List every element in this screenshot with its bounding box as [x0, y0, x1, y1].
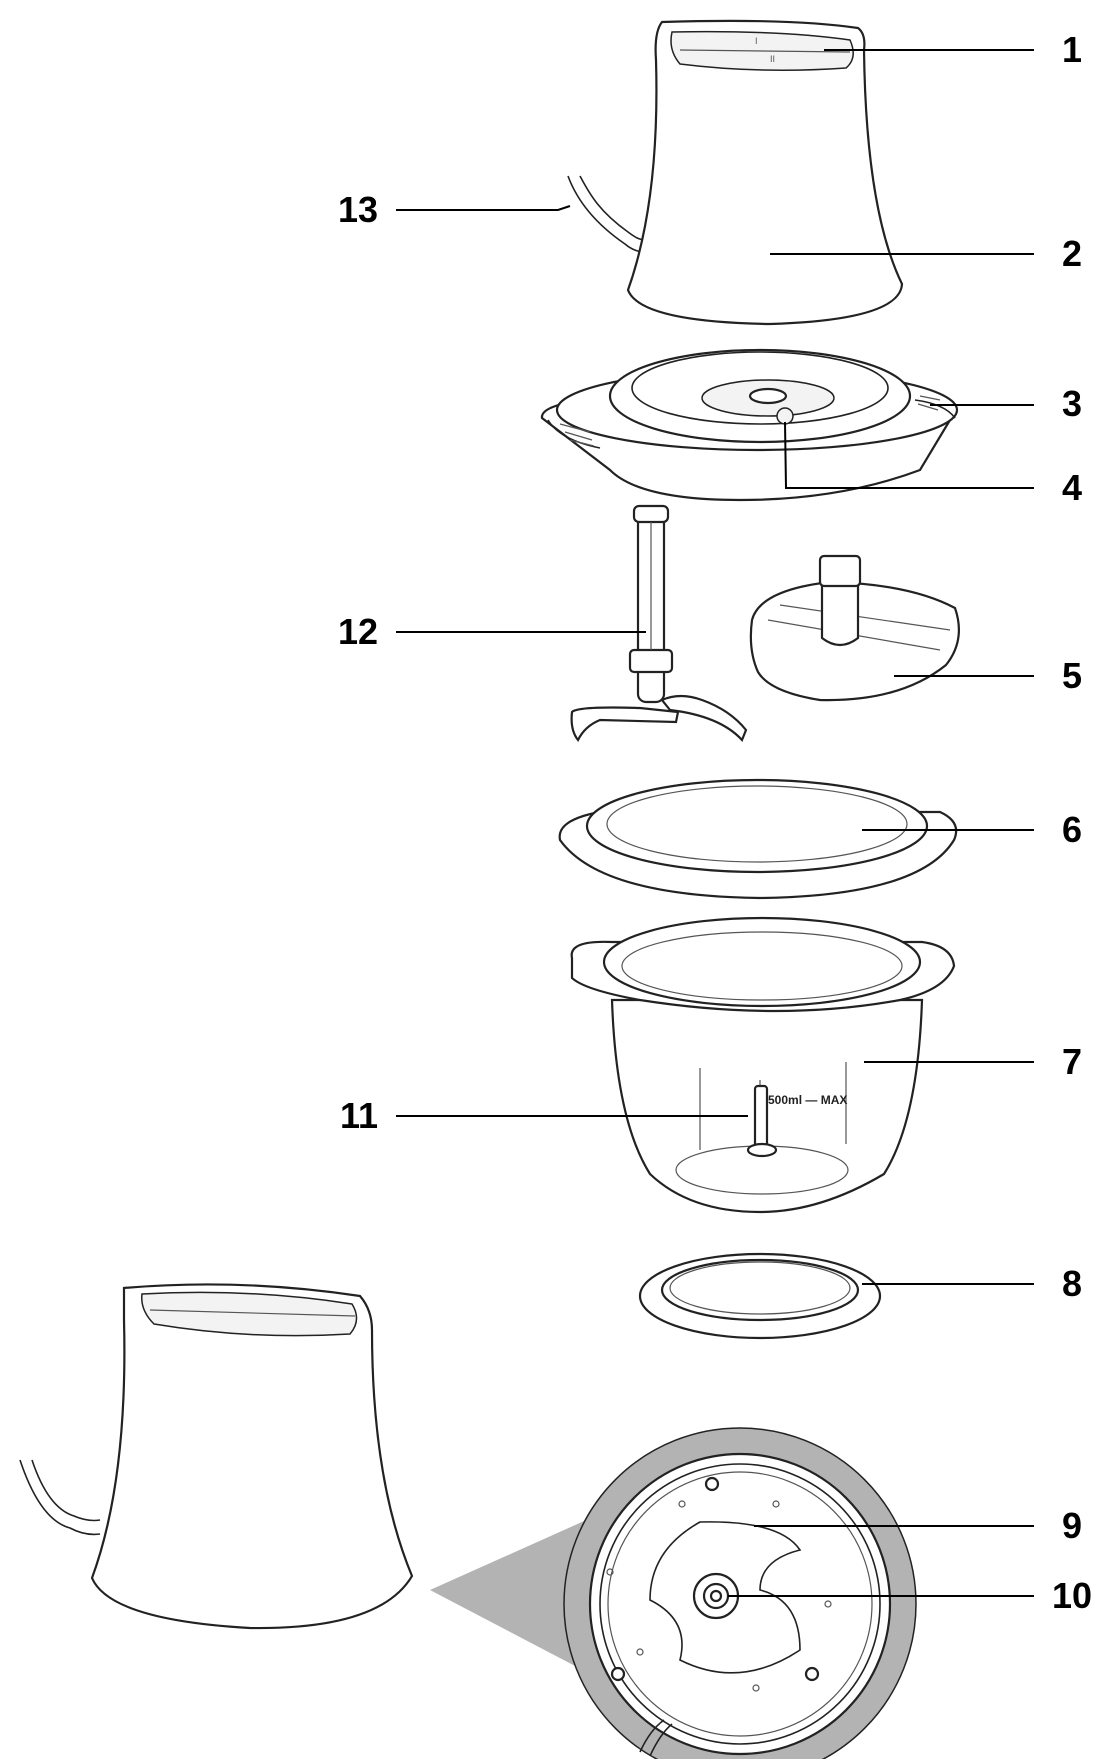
- power-cord-top: [567, 175, 646, 253]
- callout-8: 8: [1062, 1263, 1083, 1304]
- blade-lower: [570, 706, 680, 743]
- motor-unit: I II: [567, 19, 904, 326]
- callout-1: 1: [1062, 29, 1083, 70]
- control-buttons-bottom: [141, 1291, 358, 1337]
- callout-11: 11: [339, 1095, 378, 1136]
- motor-unit-bottom: [19, 1283, 414, 1630]
- callout-13: 13: [337, 189, 378, 230]
- callout-12: 12: [337, 611, 378, 652]
- svg-text:II: II: [770, 54, 775, 64]
- bowl-spindle: [753, 1084, 769, 1150]
- splash-guard: [749, 554, 960, 702]
- callout-5: 5: [1062, 655, 1083, 696]
- power-cord-bottom-inner: [31, 1459, 101, 1522]
- callout-10: 10: [1052, 1575, 1093, 1616]
- leader-4: [784, 421, 1034, 489]
- bowl-lid: [540, 348, 959, 502]
- callout-2: 2: [1062, 233, 1083, 274]
- callout-9: 9: [1062, 1505, 1083, 1546]
- leader-13: [396, 205, 571, 211]
- safety-switch: [776, 407, 794, 425]
- zoom-detail: [430, 1427, 917, 1759]
- lid-center-hole: [748, 387, 788, 405]
- blade-unit: [570, 504, 748, 743]
- callout-6: 6: [1062, 809, 1083, 850]
- motor-housing-bottom: [90, 1283, 414, 1630]
- motor-housing: [626, 19, 904, 326]
- bowl: 500ml — MAX: [570, 916, 956, 1214]
- non-slip-ring: [638, 1252, 882, 1340]
- leader-lines: [396, 49, 1034, 1597]
- callout-3: 3: [1062, 383, 1083, 424]
- power-cord-top-inner: [579, 175, 647, 241]
- bowl-cover: [558, 778, 958, 900]
- callout-7: 7: [1062, 1041, 1083, 1082]
- bowl-marking: 500ml — MAX: [768, 1093, 847, 1107]
- blade-upper: [660, 694, 748, 743]
- svg-text:I: I: [755, 36, 758, 46]
- callout-4: 4: [1062, 467, 1083, 508]
- power-cord-bottom: [19, 1459, 101, 1536]
- splash-guard-knob: [818, 554, 862, 588]
